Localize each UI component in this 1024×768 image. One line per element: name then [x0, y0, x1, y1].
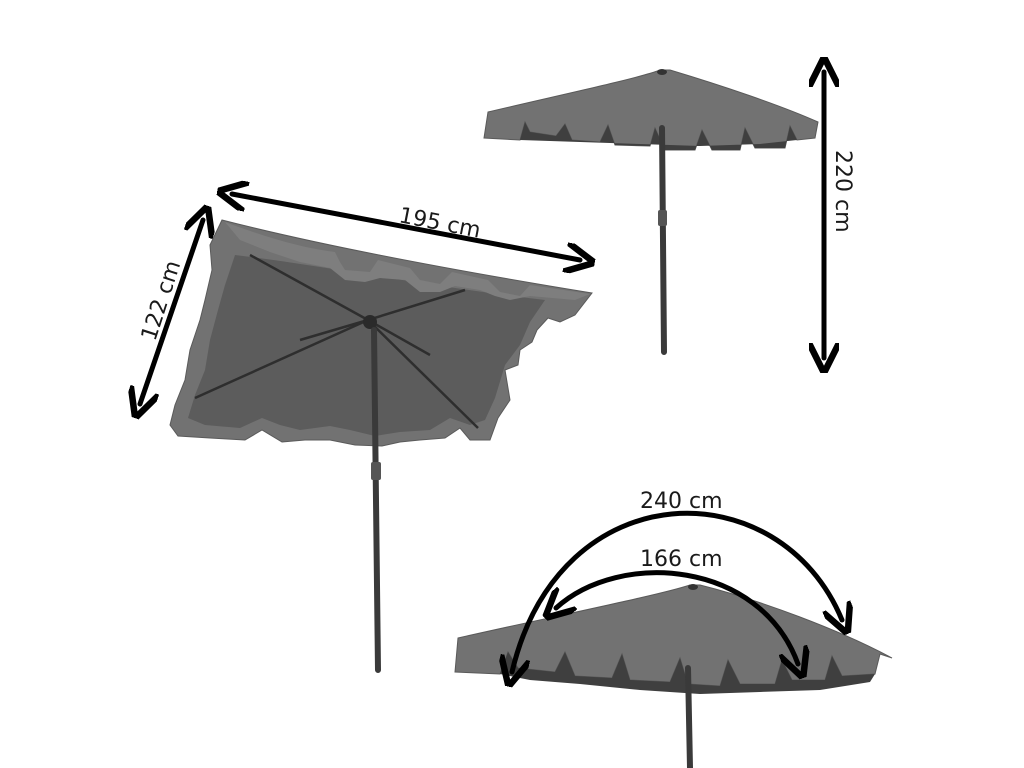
umbrella-side-view-height	[483, 69, 819, 355]
height-label: 220 cm	[830, 150, 855, 233]
canopy-rib	[367, 319, 479, 429]
width-arrow	[232, 194, 580, 260]
inner-span-dimension: 166 cm	[556, 547, 798, 664]
tilt-crank	[371, 462, 381, 480]
canopy-hub	[363, 315, 377, 329]
canopy-side-shade	[520, 122, 797, 150]
umbrella-underside-view	[169, 219, 593, 673]
umbrella-pole	[685, 665, 693, 768]
outer-arc-arrow	[512, 510, 842, 672]
umbrella-side-view-span	[454, 584, 893, 768]
outer-span-dimension: 240 cm	[512, 489, 842, 672]
depth-label: 122 cm	[137, 258, 186, 344]
outer-arc-label: 240 cm	[640, 489, 723, 514]
width-label: 195 cm	[397, 203, 483, 243]
height-dimension: 220 cm	[824, 72, 855, 358]
umbrella-pole	[659, 125, 667, 355]
depth-arrow	[140, 220, 203, 404]
umbrella-pole	[371, 327, 381, 673]
canopy-finial	[688, 584, 698, 590]
canopy-rib	[299, 318, 369, 342]
canopy-rib	[194, 318, 369, 400]
inner-arc-arrow	[556, 570, 798, 664]
inner-arc-label: 166 cm	[640, 547, 723, 572]
canopy-finial	[657, 69, 667, 75]
canopy-rib	[367, 318, 431, 357]
tilt-crank	[658, 210, 667, 226]
canopy-rib	[367, 288, 466, 322]
canopy-inner-shade	[188, 255, 545, 436]
